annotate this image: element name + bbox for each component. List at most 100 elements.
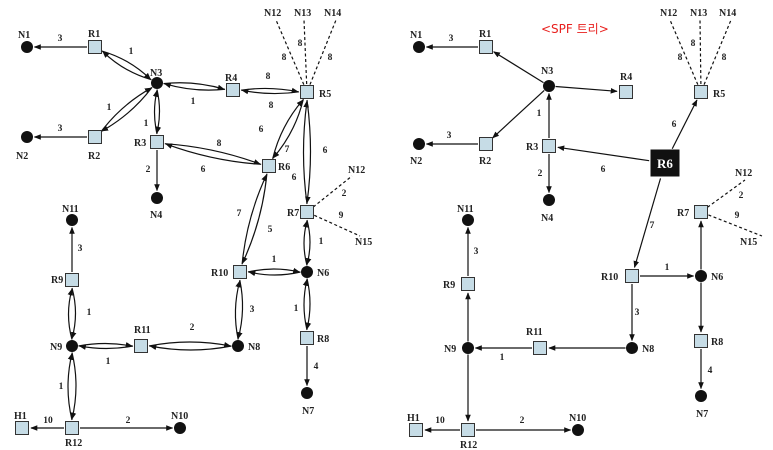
full-link-N6-R10 bbox=[248, 270, 301, 277]
full-label-N2: N2 bbox=[16, 151, 28, 162]
tree-label-N10: N10 bbox=[569, 413, 586, 424]
tree-router-R12 bbox=[461, 423, 475, 437]
tree-router-R3 bbox=[542, 139, 556, 153]
full-network-N3 bbox=[151, 77, 163, 89]
tree-weight-R10-N6: 1 bbox=[665, 263, 670, 273]
full-link-R6-R10 bbox=[241, 173, 268, 264]
full-stub-weight-R7-N15: 9 bbox=[339, 211, 344, 221]
full-link-R1-N3 bbox=[101, 50, 152, 80]
tree-router-R4 bbox=[619, 85, 633, 99]
full-weight-R11-N9: 1 bbox=[106, 357, 111, 367]
full-router-R10 bbox=[233, 265, 247, 279]
full-stub-weight-R7-N12: 2 bbox=[342, 189, 347, 199]
full-link-R10-N6 bbox=[247, 267, 301, 274]
full-label-R11: R11 bbox=[134, 325, 151, 336]
full-label-H1: H1 bbox=[14, 411, 27, 422]
full-weight-R5-R7: 6 bbox=[323, 146, 328, 156]
tree-label-N1: N1 bbox=[410, 30, 422, 41]
full-weight-R1-N3: 1 bbox=[129, 47, 134, 57]
full-weight-R7-R5: 6 bbox=[292, 173, 297, 183]
full-link-R3-N3 bbox=[152, 89, 159, 135]
tree-label-N15: N15 bbox=[740, 237, 757, 248]
full-stub-weight-R5-N12: 8 bbox=[282, 53, 287, 63]
full-router-R6 bbox=[262, 159, 276, 173]
full-link-N8-R11 bbox=[149, 344, 232, 351]
tree-link-R6-R3 bbox=[557, 145, 650, 162]
full-router-R2 bbox=[88, 130, 102, 144]
full-link-N9-R11 bbox=[78, 342, 133, 348]
full-weight-R5-R6: 7 bbox=[285, 145, 290, 155]
tree-link-N3-R2 bbox=[492, 89, 545, 139]
full-weight-R2-N3: 1 bbox=[107, 103, 112, 113]
tree-stub-weight-R5-N13: 8 bbox=[691, 39, 696, 49]
tree-label-R12: R12 bbox=[460, 440, 477, 450]
full-weight-R3-N4: 2 bbox=[146, 165, 151, 175]
full-label-R2: R2 bbox=[88, 151, 100, 162]
full-weight-R9-N9: 1 bbox=[87, 308, 92, 318]
full-network-N1 bbox=[21, 41, 33, 53]
tree-weight-R8-N7: 4 bbox=[708, 366, 713, 376]
full-label-N4: N4 bbox=[150, 210, 162, 221]
tree-label-R2: R2 bbox=[479, 156, 491, 167]
full-weight-R4-N3: 1 bbox=[191, 97, 196, 107]
full-label-N11: N11 bbox=[62, 204, 79, 215]
tree-weight-R6-R10: 7 bbox=[650, 221, 655, 231]
full-link-R3-R6 bbox=[164, 143, 261, 165]
tree-weight-R12-N10: 2 bbox=[520, 416, 525, 426]
tree-network-N3 bbox=[543, 80, 555, 92]
full-link-R8-N6 bbox=[302, 278, 309, 331]
tree-label-N9: N9 bbox=[444, 344, 456, 355]
full-label-R8: R8 bbox=[317, 334, 329, 345]
tree-label-N2: N2 bbox=[410, 156, 422, 167]
full-link-R4-N3 bbox=[163, 82, 226, 91]
full-weight-R6-R10: 7 bbox=[237, 209, 242, 219]
tree-label-N3: N3 bbox=[541, 66, 553, 77]
tree-label-R5: R5 bbox=[713, 89, 725, 100]
spf-tree-title: <SPF 트리> bbox=[541, 22, 609, 36]
full-link-N3-R2 bbox=[101, 86, 153, 132]
full-weight-R10-N8: 3 bbox=[250, 305, 255, 315]
full-label-N8: N8 bbox=[248, 342, 260, 353]
tree-label-N7: N7 bbox=[696, 409, 708, 420]
tree-weight-R3-N4: 2 bbox=[538, 169, 543, 179]
tree-link-N3-R4 bbox=[555, 85, 618, 94]
full-link-N3-R3 bbox=[155, 89, 162, 134]
full-router-R1 bbox=[88, 40, 102, 54]
tree-stub-R7-N12 bbox=[707, 179, 746, 208]
tree-stub-R5-N14 bbox=[703, 19, 732, 85]
tree-link-R6-R10 bbox=[633, 178, 662, 269]
tree-router-R7 bbox=[694, 205, 708, 219]
full-stub-weight-R5-N14: 8 bbox=[328, 53, 333, 63]
tree-network-N8 bbox=[626, 342, 638, 354]
tree-weight-R6-R3: 6 bbox=[601, 165, 606, 175]
full-link-R9-N9 bbox=[70, 287, 77, 340]
tree-network-N4 bbox=[543, 194, 555, 206]
tree-label-N4: N4 bbox=[541, 213, 553, 224]
full-weight-R5-R4: 8 bbox=[269, 101, 274, 111]
full-weight-R1-N1: 3 bbox=[58, 34, 63, 44]
full-label-R12: R12 bbox=[65, 438, 82, 449]
full-weight-R3-N3: 1 bbox=[144, 119, 149, 129]
full-stub-weight-R5-N13: 8 bbox=[298, 39, 303, 49]
tree-weight-R2-N2: 3 bbox=[447, 131, 452, 141]
full-router-R5 bbox=[300, 85, 314, 99]
full-network-N7 bbox=[301, 387, 313, 399]
tree-stub-weight-R7-N15: 9 bbox=[735, 211, 740, 221]
full-weight-R4-R5: 8 bbox=[266, 72, 271, 82]
tree-router-R1 bbox=[479, 40, 493, 54]
full-link-R5-R4 bbox=[241, 88, 300, 95]
tree-label-N11: N11 bbox=[457, 204, 474, 215]
full-label-N9: N9 bbox=[50, 342, 62, 353]
tree-stub-R5-N12 bbox=[669, 19, 699, 85]
tree-label-R1: R1 bbox=[479, 29, 491, 40]
full-stub-R5-N12 bbox=[275, 19, 305, 85]
full-label-N12: N12 bbox=[264, 8, 281, 19]
tree-network-N9 bbox=[462, 342, 474, 354]
full-router-R11 bbox=[134, 339, 148, 353]
full-network-N6 bbox=[301, 266, 313, 278]
full-link-R10-N8 bbox=[237, 279, 244, 340]
full-stub-R5-N14 bbox=[309, 19, 337, 85]
